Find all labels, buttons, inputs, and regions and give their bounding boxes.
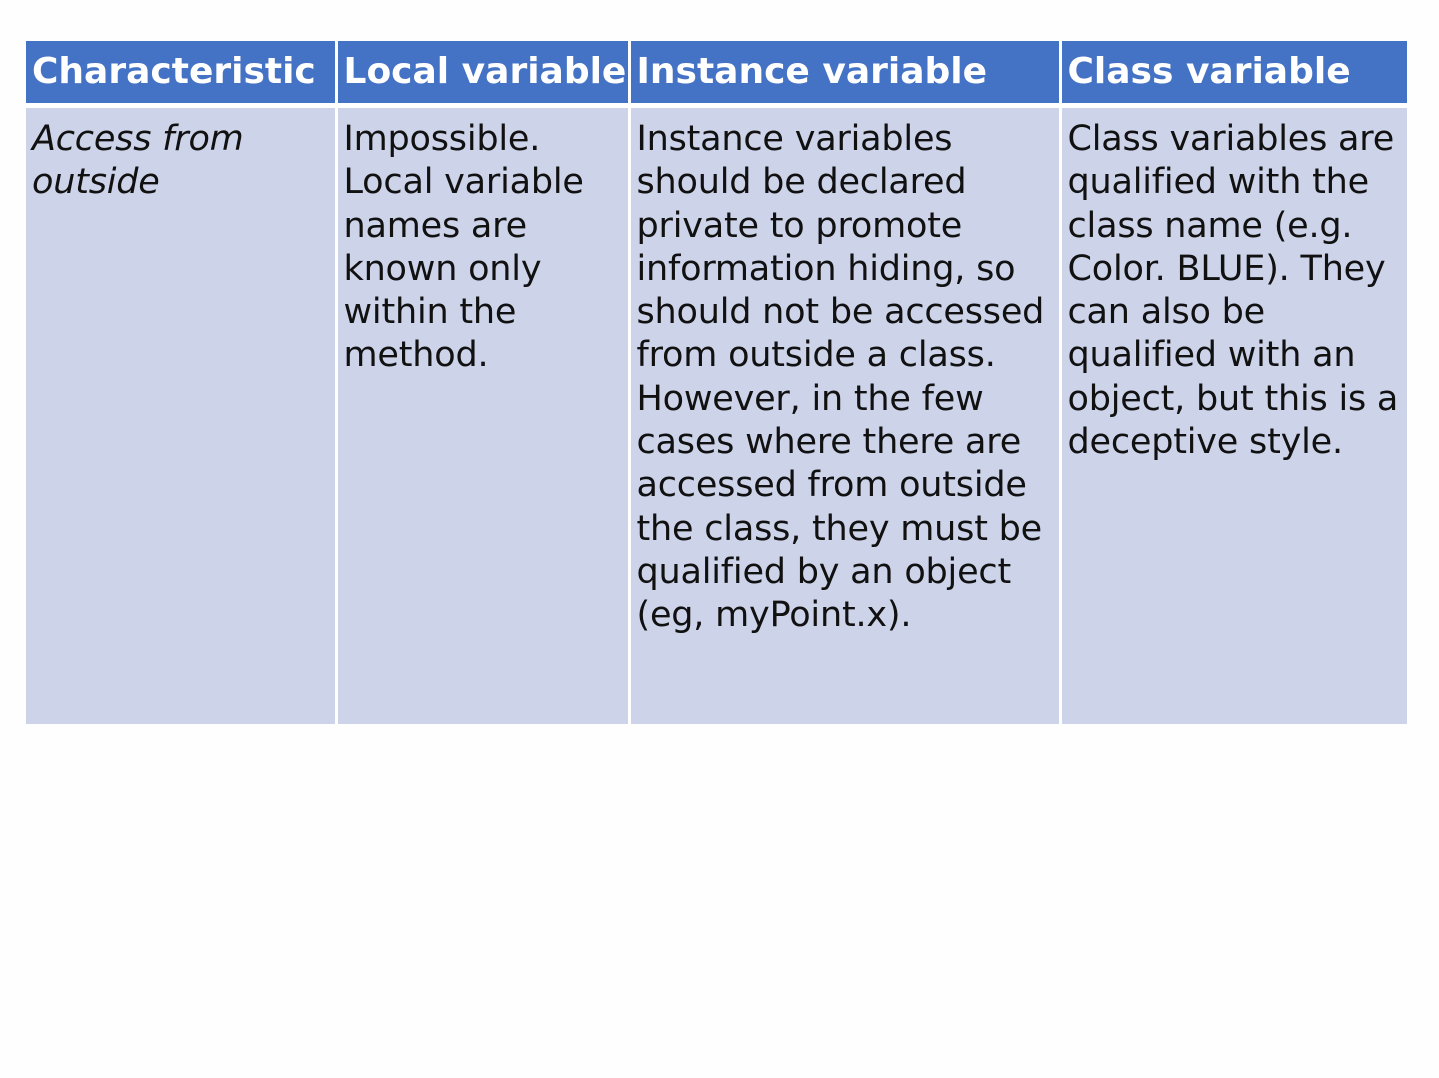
cell-class-variable: Class variables are qualified with the c…	[1060, 105, 1407, 724]
header-local-variable: Local variable	[336, 41, 631, 108]
header-class-variable: Class variable	[1060, 41, 1407, 108]
comparison-table: Characteristic Local variable Instance v…	[26, 41, 1407, 724]
header-characteristic: Characteristic	[26, 41, 338, 108]
cell-instance-variable: Instance variables should be declared pr…	[629, 105, 1062, 724]
cell-local-variable: Impossible. Local variable names are kno…	[336, 105, 631, 724]
header-row: Characteristic Local variable Instance v…	[26, 41, 1407, 108]
header-instance-variable: Instance variable	[629, 41, 1062, 108]
table-row: Access from outside Impossible. Local va…	[26, 105, 1407, 724]
row-label-access-from-outside: Access from outside	[26, 105, 338, 724]
